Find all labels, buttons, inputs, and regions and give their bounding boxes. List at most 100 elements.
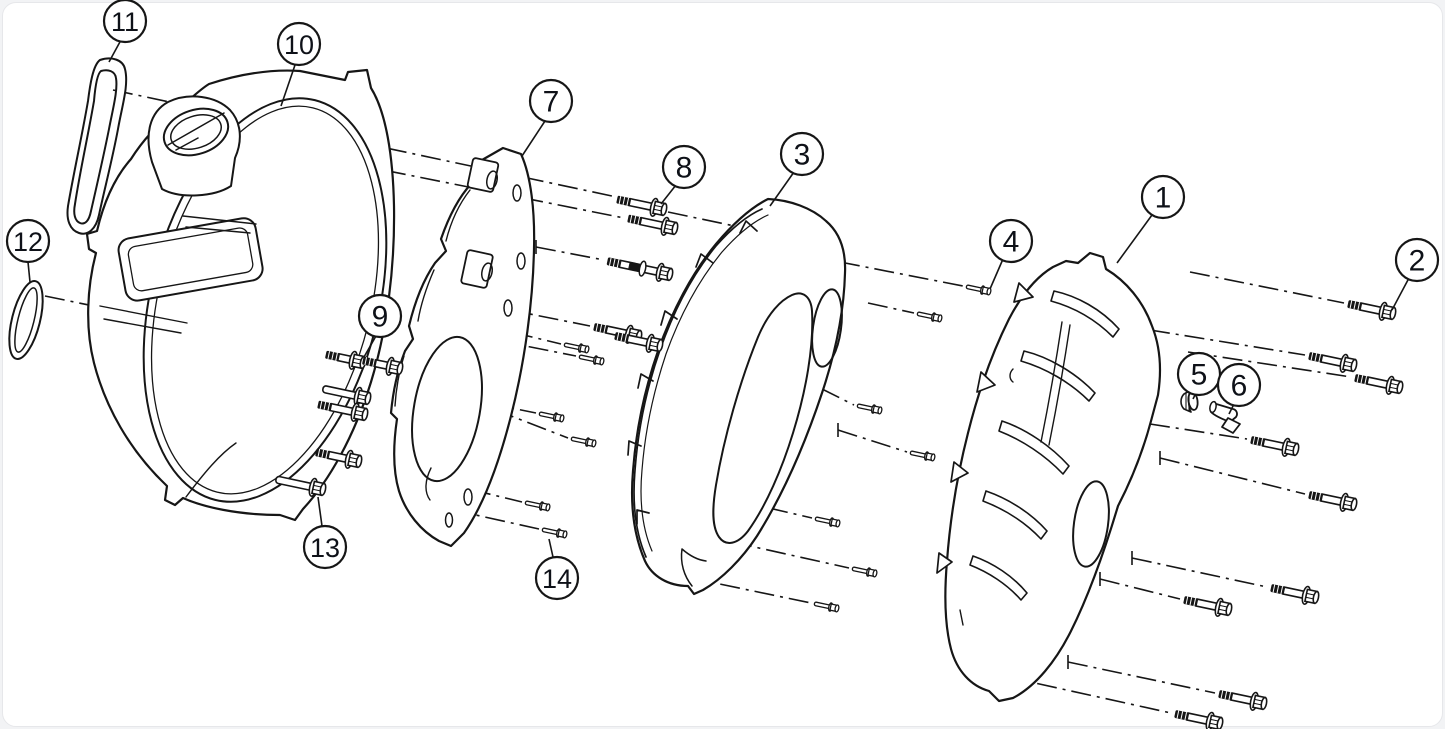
assembly-axis-line	[839, 261, 964, 287]
part-shape	[811, 288, 843, 368]
callout-11[interactable]: 11	[102, 0, 148, 63]
callout-circle[interactable]	[102, 0, 148, 44]
callout-1[interactable]: 1	[1116, 174, 1186, 264]
callout-circle[interactable]	[779, 131, 825, 177]
callout-2[interactable]: 2	[1391, 237, 1440, 311]
callout-number: 8	[676, 152, 693, 185]
callout-8[interactable]: 8	[660, 144, 707, 205]
part-shape	[512, 184, 522, 202]
callout-number: 11	[111, 7, 139, 37]
part-shape	[14, 287, 38, 353]
callout-circle[interactable]	[1394, 237, 1440, 283]
callout-3[interactable]: 3	[769, 131, 825, 207]
part-shape	[486, 170, 498, 190]
callout-7[interactable]: 7	[521, 78, 574, 157]
part-shape	[516, 252, 526, 270]
callout-leader-line	[363, 335, 377, 358]
flange-bolt	[1270, 584, 1320, 605]
part-shape	[630, 197, 847, 596]
callout-number: 9	[372, 301, 389, 334]
callout-number: 6	[1231, 370, 1248, 403]
part-shape	[633, 208, 763, 558]
pan-head-screw	[916, 311, 943, 323]
pan-head-screw	[856, 403, 883, 415]
callout-circle[interactable]	[1216, 362, 1262, 408]
part-shape	[959, 321, 1071, 626]
flange-bolt	[616, 195, 668, 217]
callout-leader-line	[1116, 214, 1153, 264]
pan-head-screw	[578, 354, 605, 366]
callout-number: 10	[284, 30, 314, 60]
part-shape	[503, 299, 513, 317]
pan-head-screw	[524, 500, 551, 512]
callout-9[interactable]: 9	[357, 293, 403, 358]
callout-leader-line	[108, 39, 122, 63]
callout-circle[interactable]	[534, 555, 580, 601]
part-11-gasket	[66, 57, 128, 235]
callout-leader-line	[660, 184, 677, 205]
flange-bolt	[1308, 491, 1358, 512]
callout-6[interactable]: 6	[1216, 362, 1262, 415]
callout-circle[interactable]	[357, 293, 403, 339]
part-shape	[466, 157, 500, 193]
callout-number: 7	[543, 86, 560, 119]
callout-circle[interactable]	[528, 78, 574, 124]
callout-leader-line	[769, 171, 795, 207]
callout-leader-line	[317, 496, 323, 527]
flange-bolt	[315, 448, 363, 469]
part-shape	[99, 215, 257, 498]
callout-12[interactable]: 12	[5, 218, 51, 283]
assembly-axis-line	[535, 246, 605, 261]
callout-leader-line	[280, 64, 296, 107]
flange-bolt	[1218, 690, 1268, 711]
part-shape	[460, 249, 494, 289]
callout-10[interactable]: 10	[276, 21, 322, 107]
callout-4[interactable]: 4	[988, 218, 1034, 290]
callout-circle[interactable]	[988, 218, 1034, 264]
assembly-axis-line	[685, 576, 812, 604]
part-1-outer-cover	[936, 251, 1162, 703]
callout-leader-line	[548, 538, 554, 558]
callout-number: 4	[1003, 226, 1020, 259]
part-shape	[167, 112, 225, 151]
callout-circle[interactable]	[302, 524, 348, 570]
part-shape	[394, 189, 471, 501]
assembly-axis-line	[1131, 557, 1268, 588]
callout-14[interactable]: 14	[534, 538, 580, 601]
assembly-axis-line	[1159, 457, 1306, 495]
part-shape	[444, 512, 454, 528]
part-shape	[1185, 391, 1190, 412]
callout-leader-line	[27, 261, 31, 283]
callout-leader-line	[521, 120, 546, 157]
callout-circle[interactable]	[5, 218, 51, 264]
flange-bolt	[1347, 300, 1397, 321]
callout-13[interactable]: 13	[302, 496, 348, 570]
part-shape	[481, 262, 493, 282]
pan-head-screw	[570, 436, 597, 448]
callout-leader-line	[989, 258, 1004, 290]
pan-head-screw	[813, 601, 840, 613]
callout-number: 14	[542, 564, 572, 594]
pan-head-screw	[851, 566, 878, 578]
flange-bolt	[317, 400, 369, 422]
pan-head-screw	[541, 527, 568, 539]
part-shape	[389, 146, 536, 548]
callout-circle[interactable]	[276, 21, 322, 67]
assembly-axis-line	[282, 149, 625, 219]
flange-bolt	[1250, 436, 1300, 457]
callout-circle[interactable]	[661, 144, 707, 190]
pan-head-screw	[909, 450, 936, 462]
part-shape	[1072, 480, 1110, 568]
part-12-seal	[8, 280, 44, 360]
callout-circle[interactable]	[1140, 174, 1186, 220]
part-shape	[969, 290, 1120, 601]
callout-number: 5	[1191, 359, 1208, 392]
callout-number: 12	[13, 227, 43, 257]
callout-5[interactable]: 5	[1176, 351, 1222, 400]
flange-bolt	[1183, 596, 1233, 617]
part-shape	[627, 220, 758, 525]
part-shape	[66, 57, 128, 235]
assembly-axis-line	[731, 541, 850, 569]
